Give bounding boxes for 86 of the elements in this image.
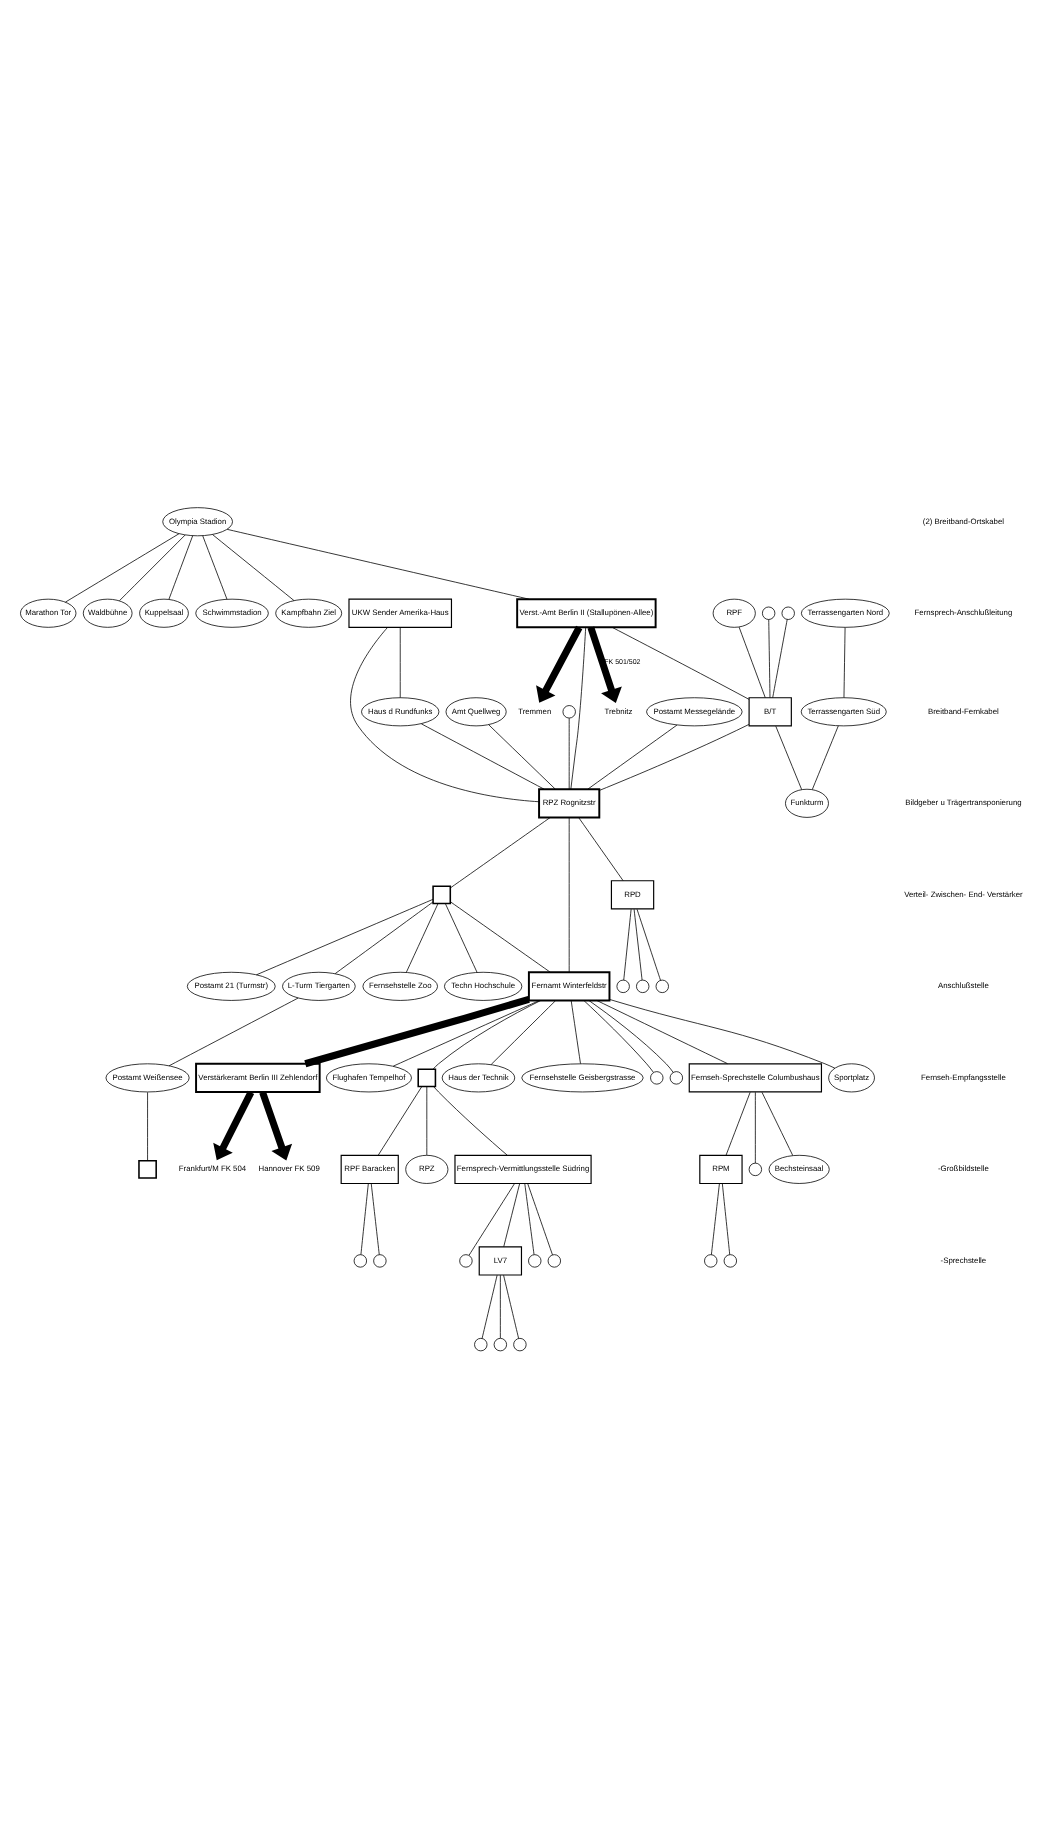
- node-box: [432, 885, 452, 905]
- connector: [721, 1183, 731, 1256]
- node-circle: [493, 1337, 507, 1352]
- connector: [568, 717, 570, 790]
- node-circle: [459, 1254, 473, 1268]
- connector: [772, 619, 788, 698]
- connector: [583, 1000, 654, 1073]
- node-circle: [474, 1337, 488, 1352]
- connector: [503, 1274, 519, 1339]
- connector: [611, 626, 750, 700]
- node-circle: [655, 979, 669, 993]
- arrow: [587, 626, 622, 704]
- connector: [450, 817, 551, 889]
- connector: [450, 901, 551, 973]
- arrow: [536, 625, 583, 703]
- connector: [490, 1000, 556, 1065]
- connector: [147, 1091, 148, 1162]
- connector: [119, 534, 186, 601]
- node-circle: [704, 1254, 718, 1268]
- node-circle: [353, 1254, 367, 1268]
- node-circle: [562, 705, 576, 719]
- node-circle: [513, 1337, 527, 1352]
- node-circle: [748, 1162, 762, 1177]
- node-circle: [781, 606, 795, 620]
- node-circle: [373, 1254, 387, 1268]
- connector: [775, 725, 803, 790]
- connector: [226, 528, 530, 600]
- connector: [420, 723, 545, 790]
- connector: [378, 1086, 423, 1156]
- arrow: [259, 1091, 293, 1161]
- connector: [578, 817, 624, 881]
- connector: [444, 903, 478, 973]
- connector: [711, 1183, 720, 1256]
- node-box: [138, 1160, 157, 1179]
- connector: [334, 901, 434, 974]
- connector: [570, 1000, 581, 1064]
- connector: [212, 534, 295, 601]
- connector: [168, 535, 194, 600]
- connector: [399, 627, 401, 699]
- connector: [503, 1183, 520, 1248]
- connector: [65, 533, 180, 603]
- connector: [256, 899, 434, 976]
- connector: [488, 724, 556, 790]
- connector: [527, 1183, 553, 1256]
- node-circle: [650, 1071, 664, 1085]
- connector: [596, 1000, 728, 1065]
- connector: [524, 1183, 535, 1256]
- connector: [588, 1000, 674, 1073]
- connector: [738, 626, 766, 698]
- connector: [433, 1086, 508, 1156]
- connector: [609, 999, 836, 1069]
- arrow: [213, 1090, 255, 1161]
- connector: [405, 903, 439, 973]
- connector: [360, 1183, 369, 1256]
- node-circle: [669, 1071, 683, 1085]
- connector: [468, 1183, 515, 1256]
- connector: [623, 908, 632, 981]
- connector: [587, 724, 678, 790]
- connector: [754, 1091, 756, 1164]
- connector: [499, 1274, 501, 1339]
- connector: [599, 724, 750, 791]
- connector: [568, 817, 570, 973]
- connector: [761, 1091, 794, 1156]
- connector: [370, 1183, 380, 1256]
- connector: [725, 1091, 751, 1156]
- node-circle: [547, 1254, 561, 1268]
- node-circle: [723, 1254, 737, 1268]
- connector: [843, 627, 846, 699]
- connector: [481, 1274, 498, 1339]
- connector: [633, 908, 643, 981]
- connector: [570, 627, 587, 790]
- node-circle: [762, 606, 776, 620]
- connector: [168, 997, 299, 1067]
- connector: [304, 996, 530, 1068]
- connector: [202, 535, 228, 600]
- node-circle: [616, 979, 630, 993]
- node-circle: [528, 1254, 542, 1268]
- connector: [432, 1000, 542, 1070]
- connector: [768, 619, 771, 698]
- connector: [392, 1000, 540, 1067]
- node-circle: [636, 979, 650, 993]
- connector: [636, 908, 661, 981]
- connector: [426, 1086, 428, 1156]
- node-box: [417, 1068, 437, 1088]
- connector: [811, 725, 839, 790]
- connector: [350, 627, 540, 803]
